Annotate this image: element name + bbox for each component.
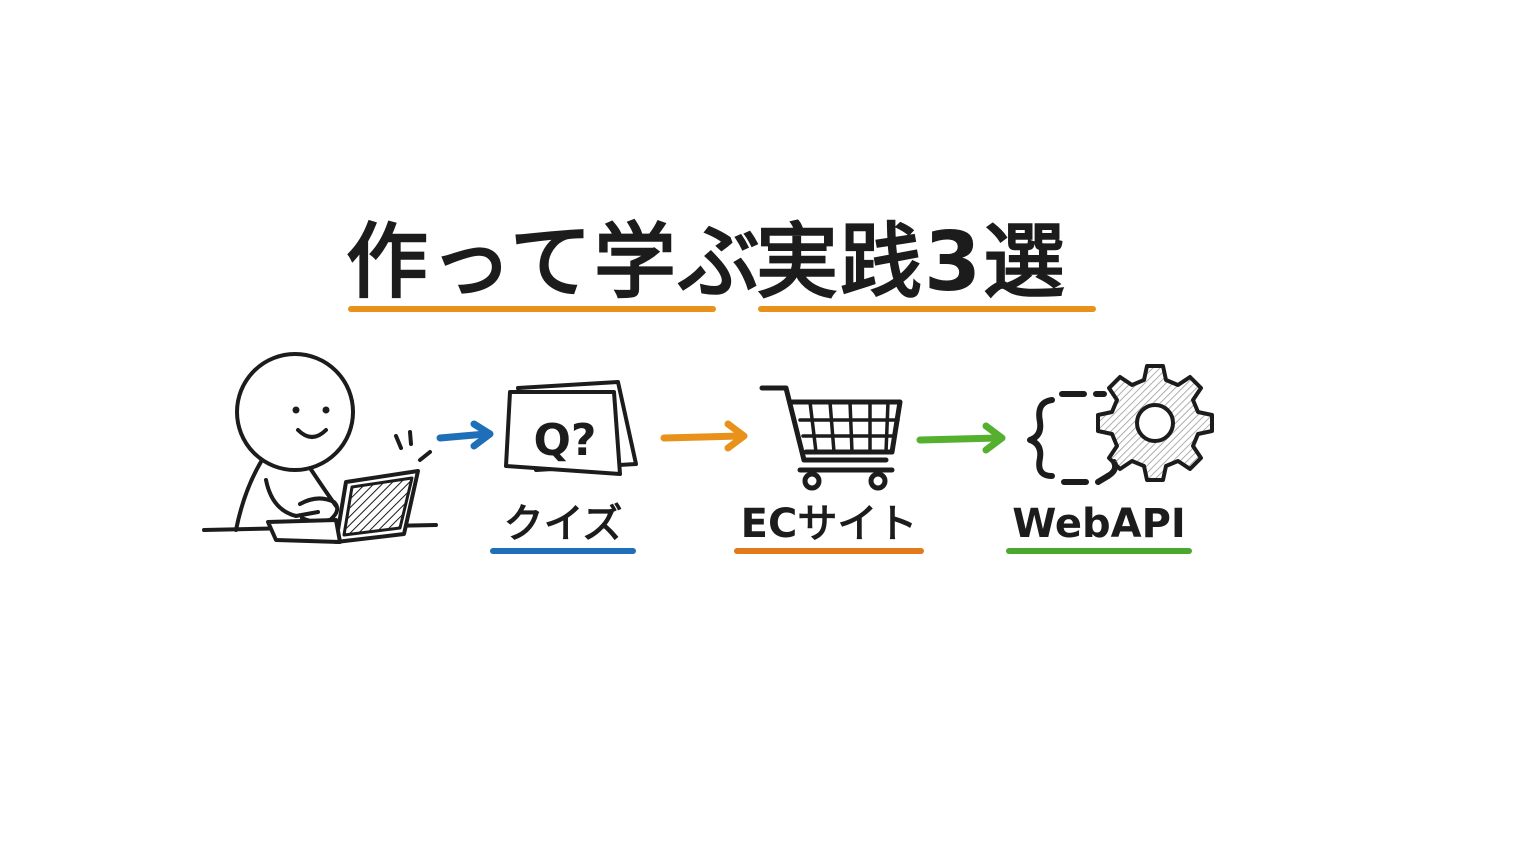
step-underline-ec-site [734, 548, 924, 554]
step-label-webapi: WebAPI [1006, 498, 1192, 558]
title-underline-2 [758, 306, 1096, 312]
quiz-card-text: Q? [534, 415, 597, 466]
title-part-2: 実践3選 [756, 218, 1101, 318]
title-part-1-text: 作って学ぶ [346, 215, 762, 310]
step-label-ec-site-text: ECサイト [740, 501, 918, 547]
step-label-quiz: クイズ [490, 498, 636, 558]
step-label-webapi-text: WebAPI [1012, 501, 1186, 547]
step-label-quiz-text: クイズ [503, 501, 623, 547]
title-underline-1 [348, 306, 716, 312]
arrow-to-quiz [436, 420, 494, 450]
person-at-laptop-icon [202, 352, 438, 544]
quiz-card-icon [504, 380, 638, 476]
title-part-1: 作って学ぶ [346, 218, 760, 318]
curly-braces-icon [1027, 391, 1119, 485]
step-label-ec-site: ECサイト [734, 498, 924, 558]
arrow-to-ec-site [660, 420, 748, 452]
arrow-to-webapi [916, 422, 1006, 454]
step-underline-quiz [490, 548, 636, 554]
step-underline-webapi [1006, 548, 1192, 554]
title-part-2-text: 実践3選 [756, 215, 1068, 310]
gear-icon [1096, 364, 1214, 482]
shopping-cart-icon [759, 385, 903, 491]
